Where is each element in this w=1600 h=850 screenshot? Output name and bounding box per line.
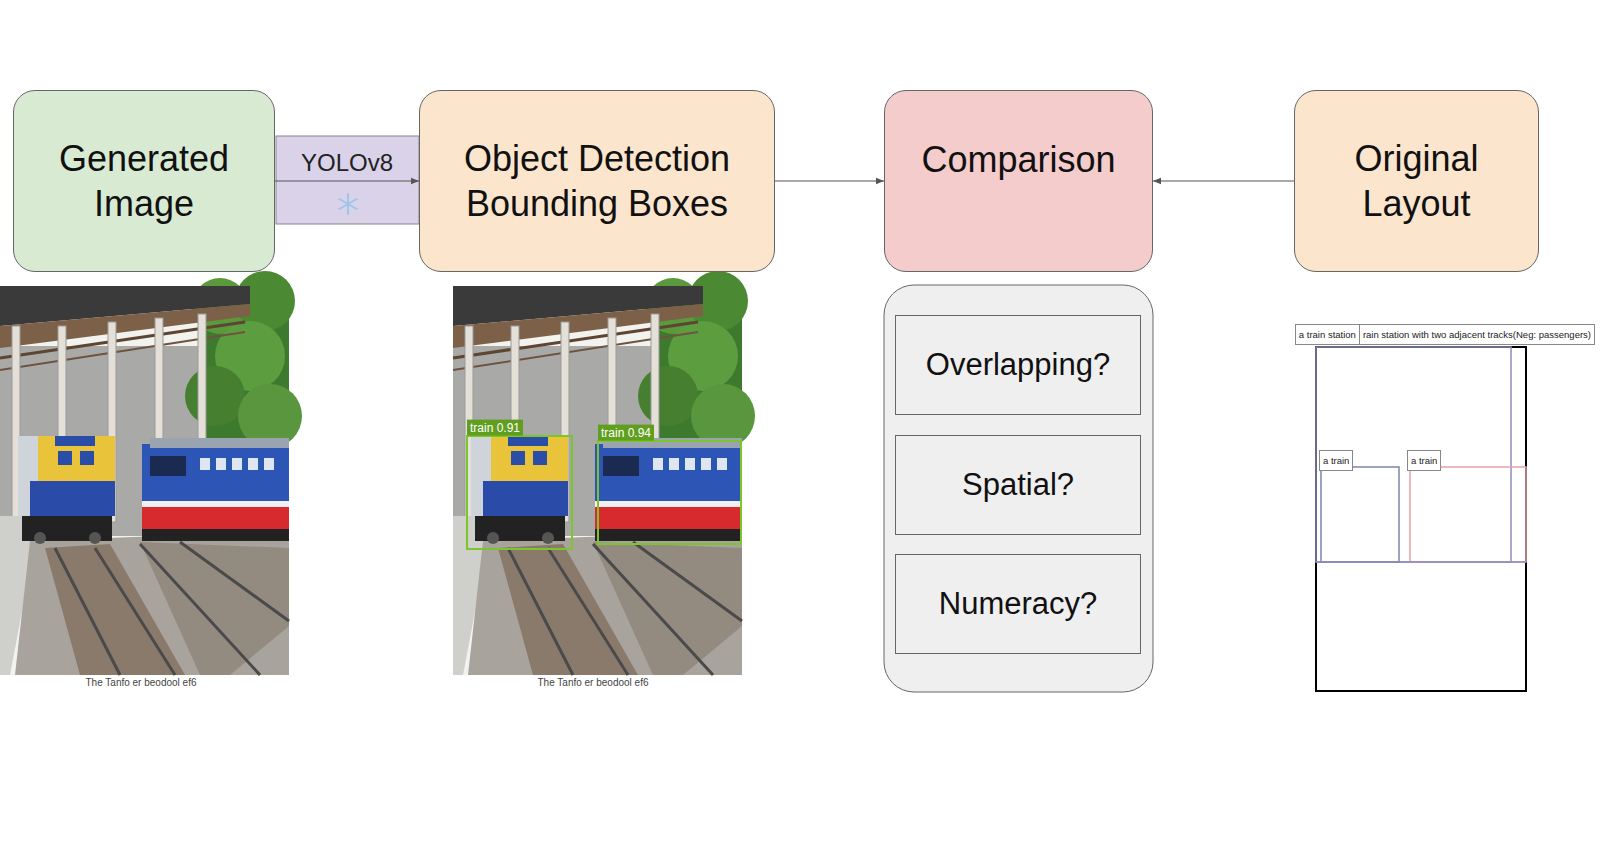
watermark-text: The Tanfo er beodool ef6	[535, 677, 650, 688]
detection-box	[598, 441, 741, 544]
flow-arrow	[275, 180, 419, 181]
layout-region	[1321, 467, 1399, 562]
detection-label: train 0.94	[598, 425, 654, 441]
node-text: Overlapping?	[926, 346, 1110, 385]
layout-line	[1316, 561, 1526, 563]
node-text: Numeracy?	[939, 585, 1098, 624]
watermark-text: The Tanfo er beodool ef6	[83, 677, 198, 688]
input-box: Generated Image	[13, 90, 275, 272]
node-text: Object Detection Bounding Boxes	[434, 136, 760, 226]
node-text: Spatial?	[962, 466, 1074, 505]
layout-canvas	[1316, 347, 1526, 691]
flow-arrow	[775, 180, 884, 181]
layout-label: a train	[1319, 450, 1353, 471]
layout-label: rain station with two adjacent tracks(Ne…	[1359, 324, 1595, 345]
layout-region	[1316, 347, 1511, 562]
input-box: Original Layout	[1294, 90, 1539, 272]
detection-label: train 0.91	[467, 420, 523, 436]
layout-label: a train	[1407, 450, 1441, 471]
detected-image	[453, 271, 755, 675]
check-box: Spatial?	[895, 435, 1141, 535]
check-box: Numeracy?	[895, 554, 1141, 654]
comparison-box: Comparison	[884, 90, 1153, 272]
generated-image	[0, 271, 302, 675]
layout-label: a train station	[1295, 324, 1360, 345]
node-text: Comparison	[921, 137, 1115, 182]
check-box: Overlapping?	[895, 315, 1141, 415]
flow-arrow	[1153, 180, 1294, 181]
checks-panel	[884, 285, 1153, 692]
model-band	[276, 136, 419, 224]
detection-box	[467, 436, 572, 549]
node-text: Generated Image	[28, 136, 260, 226]
process-box: Object Detection Bounding Boxes	[419, 90, 775, 272]
frozen-icon	[339, 194, 356, 214]
layout-region	[1410, 467, 1526, 562]
node-text: Original Layout	[1309, 136, 1524, 226]
edge-label: YOLOv8	[301, 149, 393, 178]
